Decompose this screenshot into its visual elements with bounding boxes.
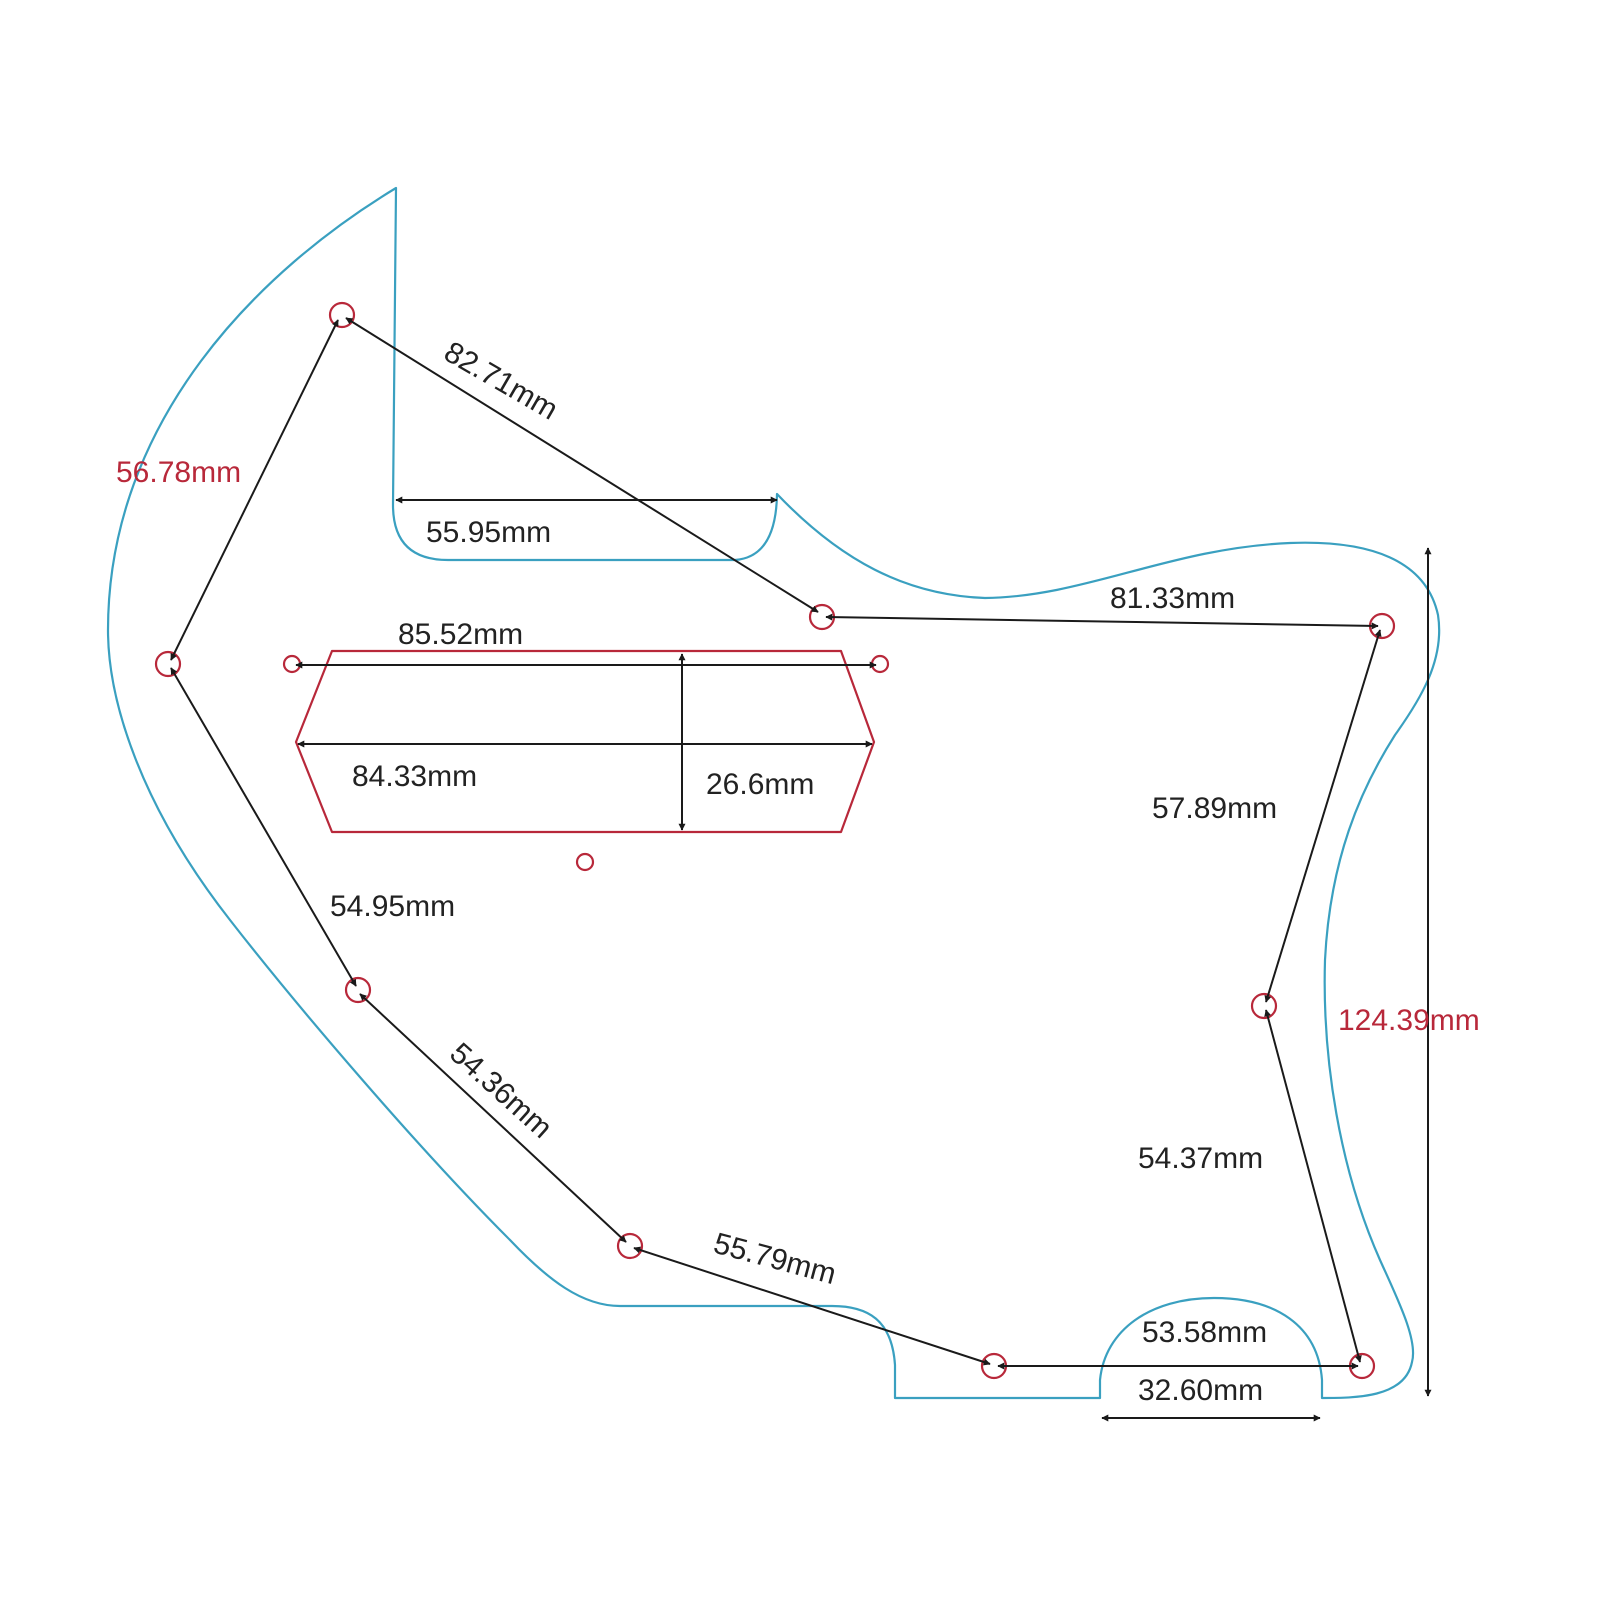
dimension-label: 55.79mm: [710, 1227, 839, 1291]
dimension-labels: 56.78mm 82.71mm 55.95mm 81.33mm 85.52mm …: [116, 335, 1480, 1407]
dimension-label: 84.33mm: [352, 760, 477, 793]
dimension-label: 55.95mm: [426, 516, 551, 549]
dimension-label: 54.95mm: [330, 890, 455, 923]
mounting-holes: [154, 301, 1396, 1380]
mounting-hole: [328, 301, 356, 329]
dimension-line: [345, 317, 819, 613]
dimension-line: [825, 613, 1379, 630]
mounting-hole: [344, 976, 372, 1004]
dimension-label: 54.37mm: [1138, 1142, 1263, 1175]
dimension-line: [170, 667, 357, 987]
mounting-hole: [1250, 992, 1278, 1020]
dimension-line: [633, 1246, 991, 1366]
dimension-label: 82.71mm: [439, 335, 564, 426]
dimension-label: 53.58mm: [1142, 1316, 1267, 1349]
pickup-cutout: [294, 649, 876, 834]
dimension-line: [359, 993, 627, 1243]
dimension-line: [170, 319, 339, 661]
dimension-label: 57.89mm: [1152, 792, 1277, 825]
dimension-label: 81.33mm: [1110, 582, 1235, 615]
pickup-mount-hole: [575, 852, 595, 872]
dimension-label: 124.39mm: [1338, 1004, 1480, 1037]
dimension-line: [1264, 1009, 1362, 1363]
dimension-label: 32.60mm: [1138, 1374, 1263, 1407]
dimension-label: 26.6mm: [706, 768, 814, 801]
dimension-line: [1264, 629, 1382, 1003]
dimension-label: 54.36mm: [443, 1037, 558, 1145]
mounting-hole: [154, 650, 182, 678]
mounting-hole: [616, 1232, 644, 1260]
dimension-label: 56.78mm: [116, 456, 241, 489]
dimension-lines: [170, 317, 1432, 1422]
dimension-label: 85.52mm: [398, 618, 523, 651]
